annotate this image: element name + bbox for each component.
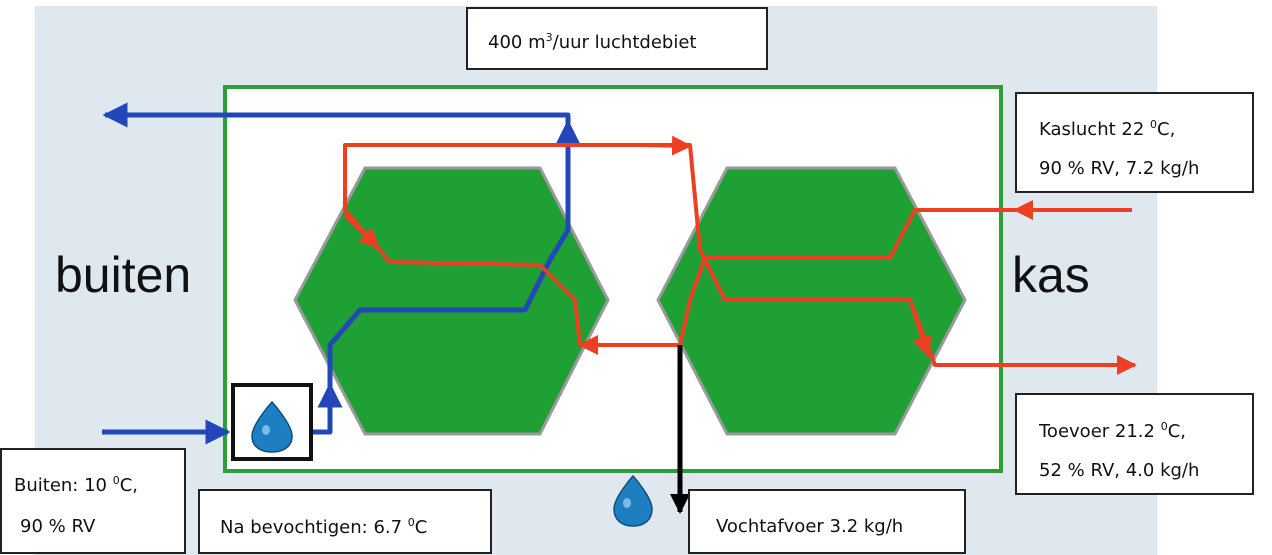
airflow-text: 400 m — [488, 32, 546, 53]
supply-air-box: Toevoer 21.2 0C, 52 % RV, 4.0 kg/h — [1015, 393, 1254, 495]
humidified-air-temp: Na bevochtigen: 6.7 — [220, 517, 408, 538]
outside-air-humidity: 90 % RV — [20, 516, 96, 537]
supply-air-unit: C, — [1167, 421, 1186, 442]
moisture-drain-box: Vochtafvoer 3.2 kg/h — [688, 489, 966, 554]
humidified-air-box: Na bevochtigen: 6.7 0C — [198, 489, 492, 554]
degree-mark: 0 — [1150, 118, 1158, 131]
airflow-superscript: 3 — [545, 31, 553, 44]
greenhouse-air-temp: Kaslucht 22 — [1039, 119, 1151, 140]
degree-mark: 0 — [407, 516, 415, 529]
greenhouse-air-unit: C, — [1157, 119, 1176, 140]
outside-air-path — [102, 102, 581, 445]
outside-air-after-humidifier-arrow — [312, 382, 343, 435]
degree-mark: 0 — [1160, 420, 1168, 433]
water-drop-icon — [251, 400, 293, 453]
airflow-text-suffix: /uur luchtdebiet — [552, 32, 697, 53]
label-outside: buiten — [55, 247, 192, 303]
outside-air-box: Buiten: 10 0C, 90 % RV — [0, 448, 186, 554]
outside-air-temp: Buiten: 10 — [14, 475, 113, 496]
humidified-air-unit: C — [414, 517, 428, 538]
moisture-drain-text: Vochtafvoer 3.2 kg/h — [716, 516, 904, 537]
degree-mark: 0 — [112, 474, 120, 487]
label-greenhouse: kas — [1012, 247, 1090, 303]
water-drop-icon — [613, 474, 653, 527]
outside-air-exhaust-arrow — [102, 102, 571, 128]
greenhouse-air-path — [343, 135, 1137, 375]
greenhouse-air-box: Kaslucht 22 0C, 90 % RV, 7.2 kg/h — [1015, 92, 1254, 193]
outside-air-through-exchanger-arrow — [327, 119, 581, 385]
supply-air-humidity: 52 % RV, 4.0 kg/h — [1039, 460, 1200, 481]
outside-air-unit: C, — [119, 475, 139, 496]
airflow-box: 400 m3/uur luchtdebiet — [466, 7, 768, 70]
greenhouse-air-humidity: 90 % RV, 7.2 kg/h — [1039, 158, 1200, 179]
supply-air-temp: Toevoer 21.2 — [1039, 421, 1161, 442]
